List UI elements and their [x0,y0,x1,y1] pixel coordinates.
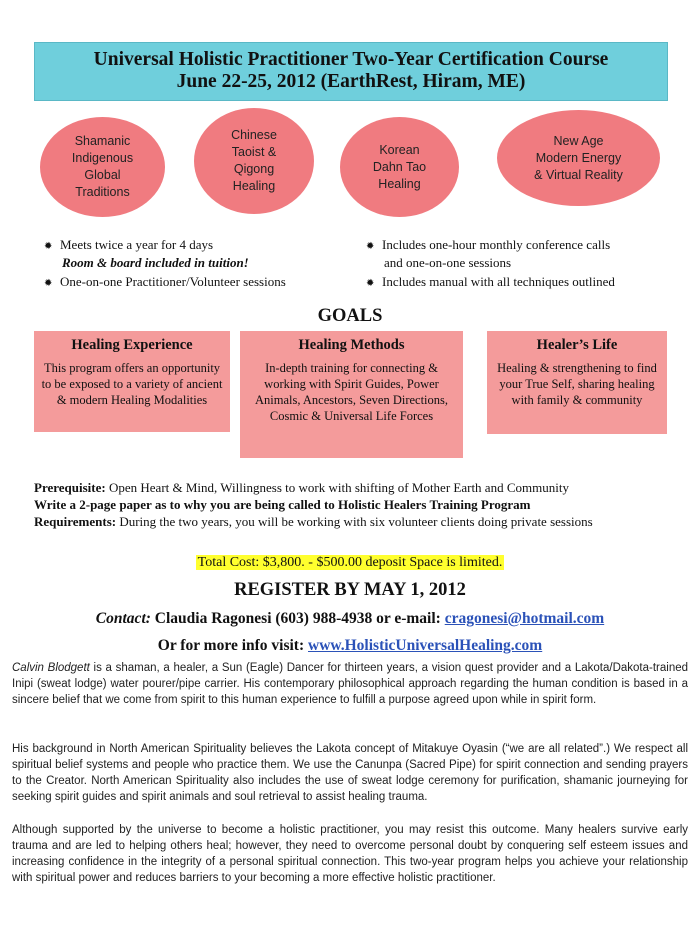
modality-oval-chinese: Chinese Taoist & Qigong Healing [194,108,314,214]
course-dates: June 22-25, 2012 (EarthRest, Hiram, ME) [176,71,526,92]
goal-title: Healer’s Life [536,337,618,353]
modality-oval-new-age: New Age Modern Energy & Virtual Reality [497,110,660,206]
prerequisite-line: Prerequisite: Open Heart & Mind, Willing… [34,480,569,495]
star-bullet-icon: ✹ [366,241,375,252]
room-board-note: Room & board included in tuition! [62,255,249,270]
goal-title: Healing Methods [298,337,405,353]
star-bullet-icon: ✹ [366,278,375,289]
register-deadline: REGISTER BY MAY 1, 2012 [234,580,466,600]
goal-box-healing-experience: Healing Experience This program offers a… [34,331,230,432]
star-bullet-icon: ✹ [44,278,53,289]
bio-name: Calvin Blodgett [12,662,90,674]
paper-line: Write a 2-page paper as to why you are b… [34,497,531,512]
star-bullet-icon: ✹ [44,241,53,252]
bullet-manual: ✹Includes manual with all techniques out… [366,274,615,292]
goal-box-healers-life: Healer’s Life Healing & strengthening to… [487,331,667,434]
cost-highlight: Total Cost: $3,800. - $500.00 deposit Sp… [195,555,505,570]
bullet-meets-twice: ✹Meets twice a year for 4 days Room & bo… [44,237,249,270]
website-link[interactable]: www.HolisticUniversalHealing.com [308,637,543,654]
bullet-one-on-one: ✹One-on-one Practitioner/Volunteer sessi… [44,274,286,292]
requirements-line: Requirements: During the two years, you … [34,514,593,529]
total-cost: Total Cost: $3,800. - $500.00 deposit Sp… [0,554,700,571]
modality-oval-shamanic: Shamanic Indigenous Global Traditions [40,117,165,217]
bio-paragraph-3: Although supported by the universe to be… [12,824,688,884]
goal-text: This program offers an opportunity to be… [41,361,223,407]
goal-text: Healing & strengthening to find your Tru… [497,361,657,407]
course-header: Universal Holistic Practitioner Two-Year… [34,42,668,101]
goal-text: In-depth training for connecting & worki… [254,361,449,423]
bio-paragraph-1: Calvin Blodgett is a shaman, a healer, a… [12,662,689,706]
email-link[interactable]: cragonesi@hotmail.com [444,610,605,627]
goal-title: Healing Experience [71,337,193,353]
contact-line: Contact: Claudia Ragonesi (603) 988-4938… [95,610,605,627]
goal-box-healing-methods: Healing Methods In-depth training for co… [240,331,463,458]
course-title: Universal Holistic Practitioner Two-Year… [93,49,609,70]
goals-heading: GOALS [317,306,383,326]
more-info-line: Or for more info visit: www.HolisticUniv… [157,637,543,654]
bio-paragraph-2: His background in North American Spiritu… [12,743,688,803]
bullet-conference-calls: ✹Includes one-hour monthly conference ca… [366,237,611,270]
modality-oval-korean: Korean Dahn Tao Healing [340,117,459,217]
